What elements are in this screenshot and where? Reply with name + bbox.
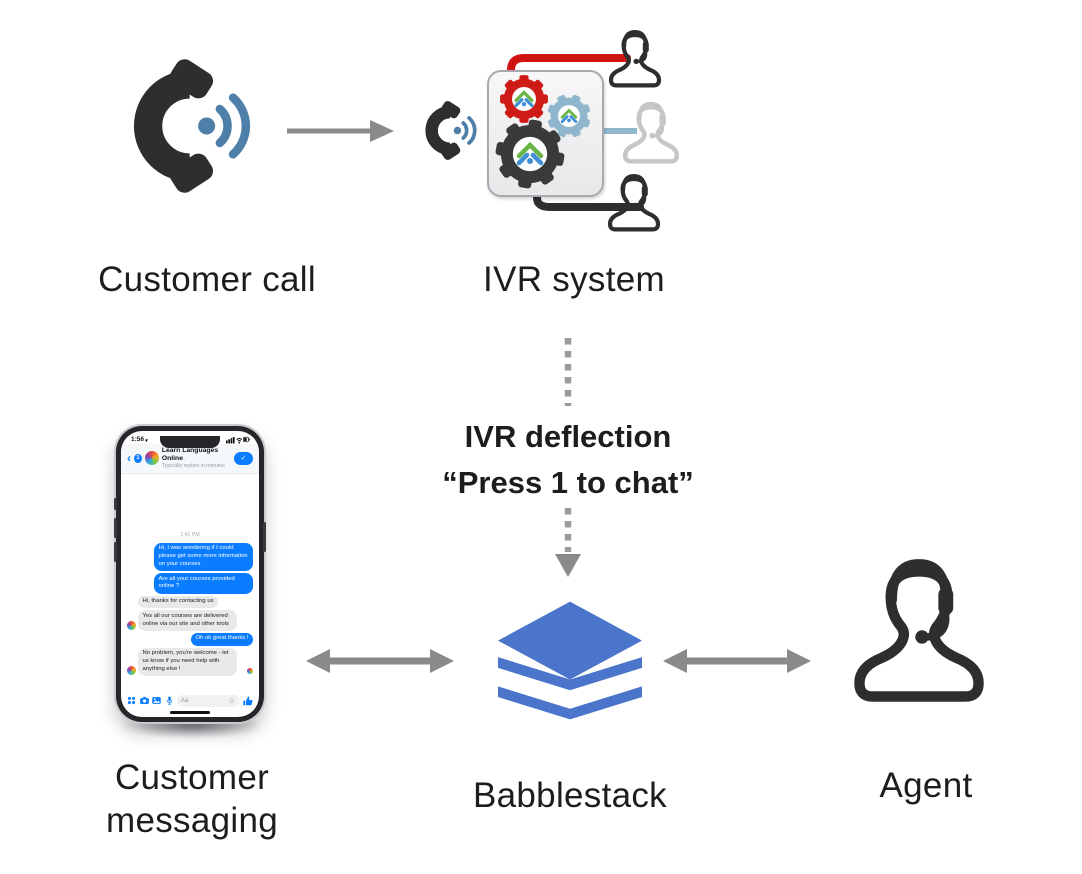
double-arrow-babblestack-agent-icon [663,649,811,673]
ivr-red-connector [507,54,631,88]
chat-bubble: No problem, you're welcome - let us know… [138,647,237,677]
business-avatar [144,451,159,466]
babblestack-stack-icon [497,601,643,720]
business-name: Learn Languages Online [161,447,219,463]
chat-spacer [127,474,253,530]
chat-message-business: No problem, you're welcome - let us know… [127,647,253,677]
business-bubble-avatar [127,666,136,676]
home-indicator [170,710,210,714]
chat-bubble: Yes all our courses are delivered online… [138,610,237,631]
queue-person-top-icon [608,27,662,91]
customer-messaging-line2: messaging [106,801,278,841]
ivr-gears-icon [495,75,591,189]
chat-bubble: Oh ok great thanks ! [190,632,253,646]
location-arrow-icon: ▶ [144,437,150,443]
chat-bubble: Hi, thanks for contacting us [138,595,219,609]
status-time: 1:56▶ [131,436,150,443]
phone-power-button [263,522,266,552]
chat-timestamp: 1:41 PM [180,531,200,538]
ivr-system-label: IVR system [483,260,665,299]
dotted-arrow-bottom-icon [555,508,581,577]
mic-icon[interactable] [165,696,174,705]
ivr-deflection-label: IVR deflection “Press 1 to chat” [442,414,694,505]
customer-call-label: Customer call [98,260,316,299]
double-arrow-phone-babblestack-icon [306,649,454,673]
business-subtitle: Typically replies in minutes [161,463,225,470]
message-input[interactable]: Aa ☺ [177,694,240,707]
seen-indicator-avatar [246,667,253,675]
chat-message-customer: Hi, I was wondering if I could please ge… [127,542,253,571]
ivr-phone-icon [425,97,477,164]
business-bubble-avatar [127,620,136,630]
phone-volume-down-button [114,542,117,562]
chat-bubble: Hi, I was wondering if I could please ge… [154,542,253,571]
phone-mute-switch [114,498,117,510]
header-text: Learn Languages Online Typically replies… [162,447,231,470]
messenger-header: ‹ 1 Learn Languages Online Typically rep… [121,444,259,474]
customer-call-phone-icon [133,50,251,202]
chat-message-business: Yes all our courses are delivered online… [127,610,253,631]
customer-messaging-line1: Customer [114,758,270,797]
phone-volume-up-button [114,518,117,538]
signal-icon [226,436,235,444]
chat-message-business: Hi, thanks for contacting us [127,595,253,609]
chat-messages: Hi, I was wondering if I could please ge… [127,542,253,677]
chat-message-customer: Are all your courses provided online ? [127,573,253,594]
camera-icon[interactable] [139,696,149,705]
agent-headset-icon [852,548,986,714]
agent-label: Agent [879,766,973,805]
phone-notch [160,436,220,448]
babblestack-label: Babblestack [473,776,667,815]
messenger-toolbar: Aa ☺ [121,692,259,709]
thumbs-up-icon[interactable] [243,696,253,706]
ivr-deflection-line1: IVR deflection [464,419,672,454]
status-icons [226,436,250,444]
photo-icon[interactable] [152,696,161,705]
chat-bubble: Are all your courses provided online ? [154,573,253,594]
back-chevron-icon[interactable]: ‹ [127,451,131,466]
queue-person-middle-icon [622,99,680,167]
ivr-deflection-line2: “Press 1 to chat” [442,464,694,500]
chat-message-customer: Oh ok great thanks ! [127,632,253,646]
queue-person-bottom-icon [607,171,661,235]
emoji-icon[interactable]: ☺ [227,695,236,705]
chat-area: 1:41 PM Hi, I was wondering if I could p… [121,474,259,692]
input-placeholder: Aa [181,697,189,704]
customer-messaging-label: Customer messaging [106,756,278,843]
apps-grid-icon[interactable] [127,696,136,705]
status-bar: 1:56▶ [121,431,259,444]
arrow-call-to-ivr-icon [287,120,394,142]
wifi-icon [236,437,243,444]
unread-badge: 1 [134,453,142,463]
phone-screen: 1:56▶ [121,431,259,717]
customer-phone-mockup: 1:56▶ [114,426,266,722]
ivr-dark-connector [533,182,644,211]
battery-icon [243,436,250,443]
header-action-button[interactable]: ✓ [233,451,253,465]
